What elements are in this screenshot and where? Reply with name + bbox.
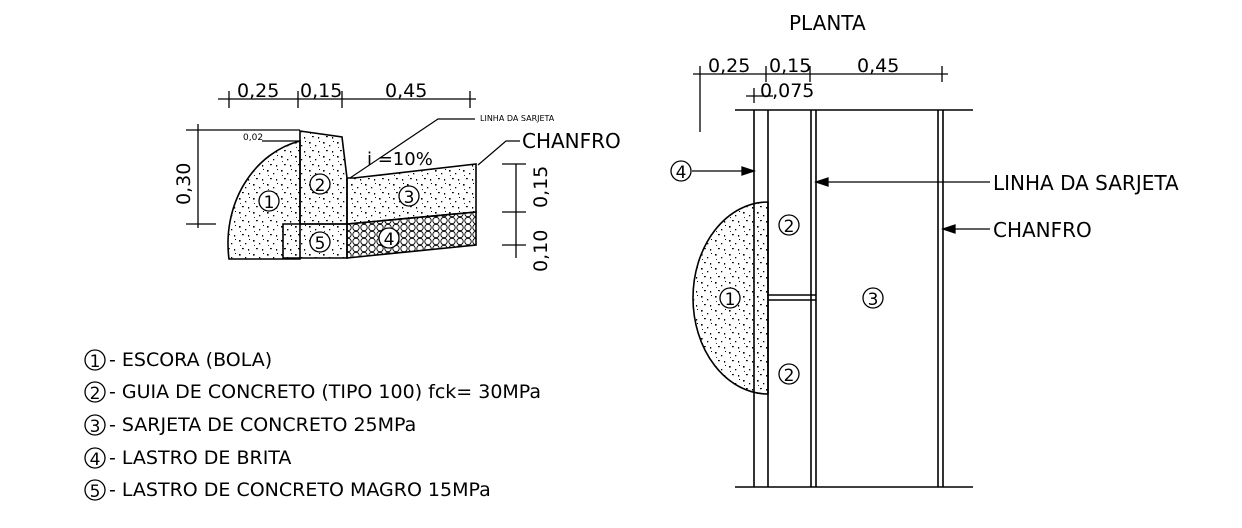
plan-marker-4: 4 bbox=[670, 160, 692, 183]
plan-marker-2-upper: 2 bbox=[778, 214, 800, 237]
plan-callout-chanfro: CHANFRO bbox=[993, 218, 1092, 242]
legend-text: - ESCORA (BOLA) bbox=[109, 349, 272, 371]
legend-text: - SARJETA DE CONCRETO 25MPa bbox=[109, 414, 416, 436]
legend: 1 - ESCORA (BOLA) 2 - GUIA DE CONCRETO (… bbox=[84, 349, 541, 502]
section-callout-chanfro: CHANFRO bbox=[522, 129, 621, 153]
section-dim-top-3: 0,45 bbox=[385, 80, 427, 102]
legend-item: 5 - LASTRO DE CONCRETO MAGRO 15MPa bbox=[84, 479, 491, 502]
legend-item: 3 - SARJETA DE CONCRETO 25MPa bbox=[84, 414, 416, 437]
svg-text:3: 3 bbox=[90, 417, 101, 437]
svg-text:3: 3 bbox=[868, 290, 879, 310]
plan-strip-lines bbox=[735, 109, 973, 488]
section-marker-3: 3 bbox=[398, 185, 420, 208]
section-top-dimension bbox=[218, 91, 476, 108]
slope-label: i =10% bbox=[367, 149, 433, 170]
plan-marker-2-lower: 2 bbox=[778, 363, 800, 386]
legend-text: - LASTRO DE BRITA bbox=[109, 447, 291, 469]
svg-text:1: 1 bbox=[90, 352, 101, 372]
legend-text: - GUIA DE CONCRETO (TIPO 100) fck= 30MPa bbox=[109, 381, 541, 403]
cross-section: 0,25 0,15 0,45 0,30 0,02 0,15 0,10 bbox=[173, 80, 621, 272]
svg-text:4: 4 bbox=[676, 163, 687, 183]
plan-top-dimension bbox=[693, 66, 948, 132]
plan-marker-1: 1 bbox=[719, 287, 741, 310]
section-dim-right-2: 0,10 bbox=[530, 230, 552, 272]
section-dim-small: 0,02 bbox=[243, 133, 263, 143]
section-callout-lines bbox=[349, 118, 520, 179]
section-dim-top-1: 0,25 bbox=[237, 80, 279, 102]
section-right-dimension bbox=[502, 163, 526, 258]
section-callout-sarjeta: LINHA DA SARJETA bbox=[480, 114, 555, 123]
legend-item: 1 - ESCORA (BOLA) bbox=[84, 349, 272, 372]
svg-text:1: 1 bbox=[725, 290, 736, 310]
plan-view: PLANTA 0,25 0,15 0,45 0,075 bbox=[670, 11, 1179, 488]
legend-item: 4 - LASTRO DE BRITA bbox=[84, 447, 291, 470]
plan-dim-small: 0,075 bbox=[760, 80, 814, 102]
plan-callout-sarjeta: LINHA DA SARJETA bbox=[993, 171, 1179, 195]
section-dim-height: 0,30 bbox=[173, 163, 195, 205]
plan-callout-lines bbox=[692, 166, 990, 234]
plan-dim-top-1: 0,25 bbox=[708, 55, 750, 77]
section-marker-4: 4 bbox=[378, 227, 400, 250]
svg-text:5: 5 bbox=[90, 482, 101, 502]
section-dim-top-2: 0,15 bbox=[300, 80, 342, 102]
section-height-dimension bbox=[186, 124, 300, 228]
section-marker-5: 5 bbox=[309, 231, 331, 254]
plan-dim-top-3: 0,45 bbox=[857, 55, 899, 77]
svg-text:4: 4 bbox=[90, 450, 101, 470]
section-dim-right-1: 0,15 bbox=[530, 166, 552, 208]
plan-marker-3: 3 bbox=[862, 287, 884, 310]
svg-text:2: 2 bbox=[315, 176, 326, 196]
svg-text:5: 5 bbox=[315, 234, 326, 254]
plan-title: PLANTA bbox=[789, 11, 866, 35]
svg-text:2: 2 bbox=[784, 366, 795, 386]
plan-dim-top-2: 0,15 bbox=[769, 55, 811, 77]
svg-text:2: 2 bbox=[90, 384, 101, 404]
svg-text:1: 1 bbox=[264, 193, 275, 213]
section-marker-1: 1 bbox=[258, 190, 280, 213]
legend-item: 2 - GUIA DE CONCRETO (TIPO 100) fck= 30M… bbox=[84, 381, 541, 404]
section-marker-2: 2 bbox=[309, 173, 331, 196]
svg-text:2: 2 bbox=[784, 217, 795, 237]
svg-text:3: 3 bbox=[404, 188, 415, 208]
svg-text:4: 4 bbox=[384, 230, 395, 250]
legend-text: - LASTRO DE CONCRETO MAGRO 15MPa bbox=[109, 479, 491, 501]
